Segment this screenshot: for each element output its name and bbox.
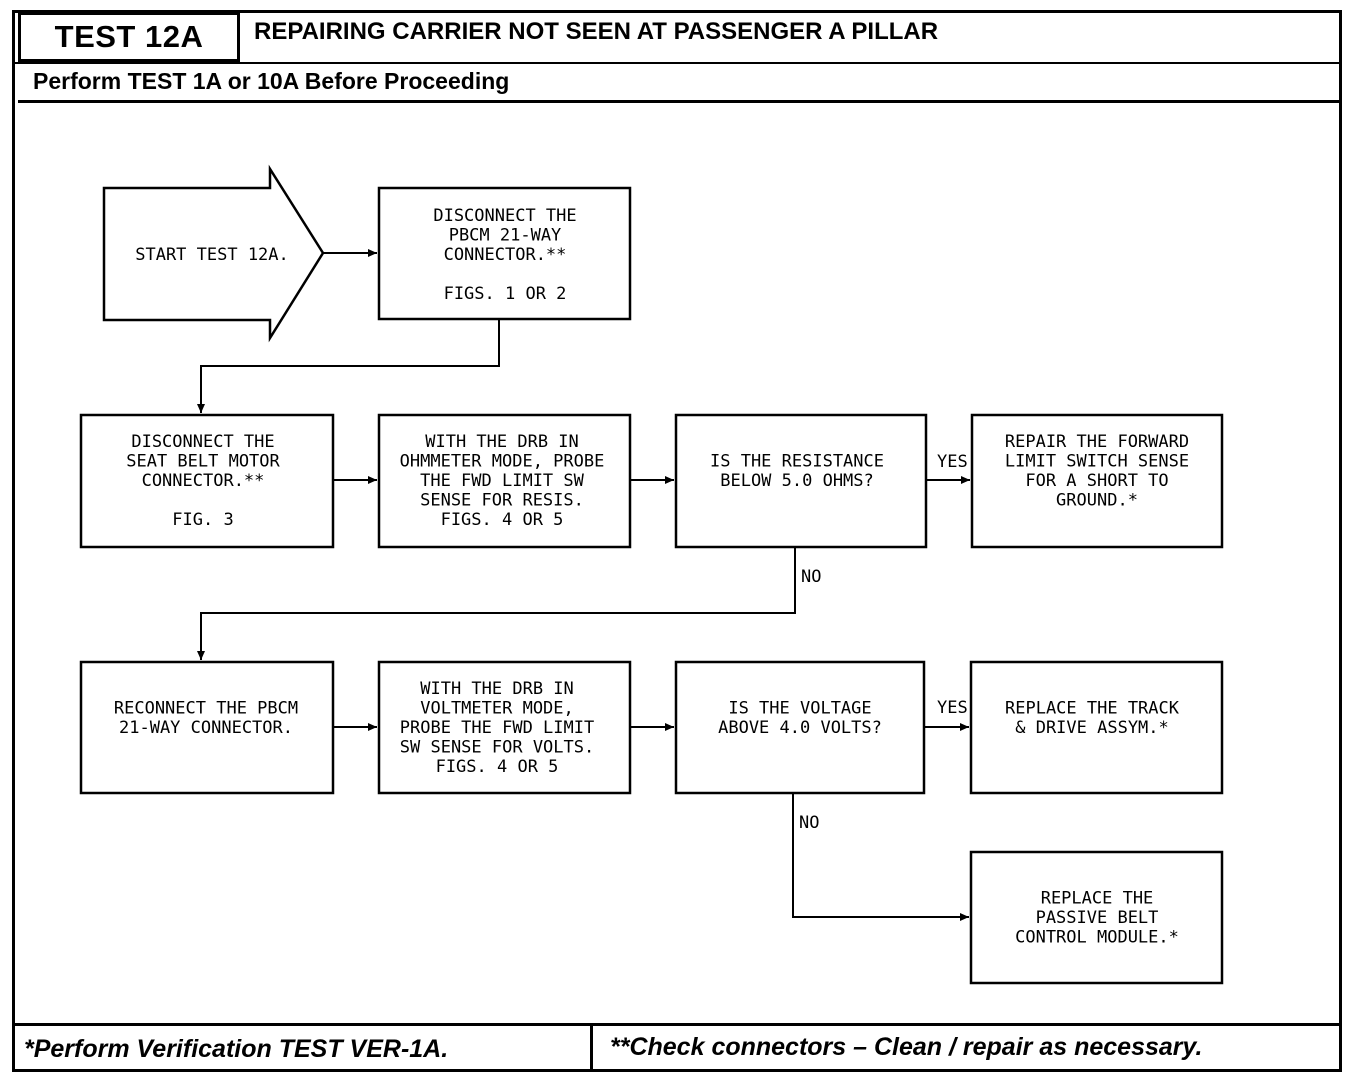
start-label: START TEST 12A.: [135, 245, 289, 265]
yes-label-2: YES: [937, 698, 968, 718]
footer-verification-note: *Perform Verification TEST VER-1A.: [24, 1035, 449, 1063]
step1-text-line: CONNECTOR.**: [444, 245, 567, 265]
page-title: REPAIRING CARRIER NOT SEEN AT PASSENGER …: [254, 18, 939, 45]
connector-decision1-no: [197, 547, 796, 660]
decision2-box: [674, 660, 926, 795]
step1-text-line: PBCM 21-WAY: [449, 226, 562, 246]
result3-text-line: CONTROL MODULE.*: [1015, 928, 1179, 948]
step3-text-line: THE FWD LIMIT SW: [420, 471, 585, 491]
step5-text-line: SW SENSE FOR VOLTS.: [400, 738, 594, 758]
decision1-box: [674, 413, 928, 549]
result3-text-line: PASSIVE BELT: [1036, 908, 1159, 928]
result2-text-line: REPLACE THE TRACK: [1005, 698, 1180, 718]
step5-text-line: VOLTMETER MODE,: [420, 699, 574, 719]
footer-divider: [12, 1023, 1342, 1026]
step5-box: [377, 660, 632, 795]
decision1-text-line: BELOW 5.0 OHMS?: [720, 471, 874, 491]
result1-box: [970, 413, 1224, 549]
footer-split: [590, 1023, 593, 1072]
step5-text-line: PROBE THE FWD LIMIT: [400, 718, 594, 738]
step3-text-line: OHMMETER MODE, PROBE: [400, 452, 605, 472]
result3-box: [969, 850, 1224, 985]
result1-text-line: REPAIR THE FORWARD: [1005, 432, 1189, 452]
result3-text-line: REPLACE THE: [1041, 889, 1154, 909]
result1-text-line: GROUND.*: [1056, 490, 1138, 510]
decision1-text-line: IS THE RESISTANCE: [710, 451, 884, 471]
result1-text-line: LIMIT SWITCH SENSE: [1005, 451, 1189, 471]
step5-text-line: FIGS. 4 OR 5: [436, 757, 559, 777]
step4-text-line: RECONNECT THE PBCM: [114, 698, 298, 718]
header-divider: [12, 62, 1342, 64]
no-label-1: NO: [801, 567, 821, 587]
prerequisite-note: Perform TEST 1A or 10A Before Proceeding: [33, 68, 510, 94]
decision2-text-line: ABOVE 4.0 VOLTS?: [718, 718, 882, 738]
step2-text-line: FIG. 3: [172, 510, 233, 530]
test-id: TEST 12A: [18, 12, 240, 62]
step2-text-line: SEAT BELT MOTOR: [126, 452, 280, 472]
step2-text-line: CONNECTOR.**: [142, 471, 265, 491]
start-arrow-shape: [102, 164, 325, 343]
connector-step1-step2: [197, 319, 500, 413]
step3-text-line: SENSE FOR RESIS.: [420, 491, 584, 511]
step1-box: [377, 186, 632, 321]
step4-box: [79, 660, 335, 795]
result2-text: REPLACE THE TRACK& DRIVE ASSYM.*: [1005, 698, 1180, 738]
no-label-2: NO: [799, 813, 819, 833]
connector-decision2-no: [792, 793, 969, 921]
result2-box: [969, 660, 1224, 795]
yes-label-1: YES: [937, 452, 968, 472]
result1-text-line: FOR A SHORT TO: [1025, 471, 1168, 491]
result2-text-line: & DRIVE ASSYM.*: [1015, 718, 1169, 738]
footer-connector-note: **Check connectors – Clean / repair as n…: [610, 1033, 1203, 1061]
step3-text-line: FIGS. 4 OR 5: [441, 510, 564, 530]
page-frame: [12, 10, 1342, 1072]
step5-text-line: WITH THE DRB IN: [420, 679, 574, 699]
start-label-line: START TEST 12A.: [135, 245, 289, 265]
decision2-text-line: IS THE VOLTAGE: [728, 698, 871, 718]
step1-text-line: FIGS. 1 OR 2: [444, 284, 567, 304]
step3-text-line: WITH THE DRB IN: [425, 432, 579, 452]
step2-text-line: DISCONNECT THE: [131, 432, 274, 452]
step3-box: [377, 413, 632, 549]
step4-text-line: 21-WAY CONNECTOR.: [119, 718, 293, 738]
prereq-divider: [18, 100, 1342, 103]
step1-text-line: DISCONNECT THE: [433, 206, 576, 226]
